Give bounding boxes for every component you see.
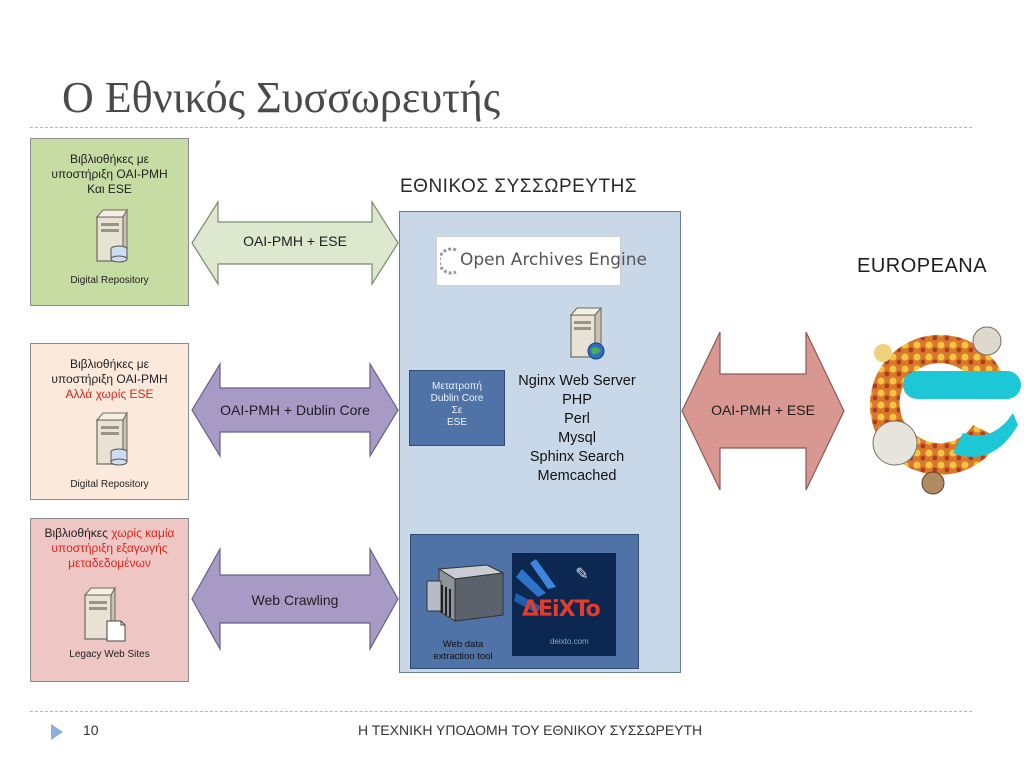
converter-line: ESE (446, 417, 467, 428)
oae-label: Open Archives Engine (460, 250, 647, 270)
deixto-url: deixto.com (550, 637, 589, 646)
slide-title: Ο Εθνικός Συσσωρευτής (62, 73, 501, 122)
converter-line: Σε (451, 405, 463, 416)
source-caption: Digital Repository (70, 479, 149, 490)
converter-line: Dublin Core (430, 393, 484, 404)
deixto-wordmark: ΔΕiXTo (522, 597, 601, 622)
source-line: Βιβλιοθήκες με (70, 357, 149, 371)
source-line: υποστήριξη OAI-PMH (51, 167, 168, 181)
play-triangle-icon (51, 724, 63, 740)
arrow-web-crawling (191, 547, 399, 651)
europeana-logo (869, 326, 1021, 495)
source-line: Βιβλιοθήκες χωρίς καμία (44, 526, 175, 540)
tool-caption: Web data extraction tool (433, 639, 493, 662)
stack-item: PHP (562, 392, 592, 408)
arrow-label: OAI-PMH + ESE (711, 402, 815, 418)
source-box-oai-ese: Βιβλιοθήκες με υποστήριξη OAI-PMH Και ES… (30, 138, 189, 306)
source-line: Βιβλιοθήκες με (70, 152, 149, 166)
converter-line: Μετατροπή (432, 381, 482, 392)
database-server-icon (95, 208, 128, 263)
stack-item: Nginx Web Server (518, 373, 636, 389)
software-stack-list: Nginx Web Server PHP Perl Mysql Sphinx S… (510, 372, 644, 486)
stack-item: Perl (564, 411, 590, 427)
arrow-oai-dublin-core (191, 362, 399, 458)
gear-icon (440, 247, 457, 275)
web-server-icon (83, 586, 126, 642)
source-box-legacy: Βιβλιοθήκες χωρίς καμία υποστήριξη εξαγω… (30, 518, 189, 682)
source-caption: Legacy Web Sites (69, 649, 150, 660)
stack-item: Memcached (537, 468, 617, 484)
source-line-warning: υποστήριξη εξαγωγής (51, 541, 168, 555)
source-line: υποστήριξη OAI-PMH (51, 372, 168, 386)
source-line: Και ESE (87, 182, 132, 196)
arrow-label: Web Crawling (251, 592, 339, 608)
source-line-warning: μεταδεδομένων (68, 556, 151, 570)
stack-item: Mysql (558, 430, 596, 446)
rack-server-icon (426, 564, 505, 622)
svg-text:✎: ✎ (575, 564, 588, 583)
hub-title: ΕΘΝΙΚΟΣ ΣΥΣΣΩΡΕΥΤΗΣ (400, 176, 638, 197)
footer-divider (30, 711, 972, 712)
arrow-label: OAI-PMH + Dublin Core (220, 402, 370, 418)
arrow-to-europeana (681, 331, 845, 491)
source-caption: Digital Repository (70, 275, 149, 286)
title-divider (30, 127, 972, 128)
open-archives-engine-logo: Open Archives Engine (436, 236, 647, 286)
database-server-icon (95, 411, 128, 466)
deixto-logo: ✎ ΔΕiXTo deixto.com (512, 553, 616, 656)
page-number: 10 (83, 722, 99, 738)
arrow-label: OAI-PMH + ESE (243, 233, 347, 249)
dc-to-ese-converter: Μετατροπή Dublin Core Σε ESE (409, 370, 505, 446)
arrow-oai-ese (191, 200, 399, 286)
footer-title: Η ΤΕΧΝΙΚΗ ΥΠΟΔΟΜΗ ΤΟΥ ΕΘΝΙΚΟΥ ΣΥΣΣΩΡΕΥΤΗ (358, 722, 703, 738)
europeana-label: EUROPEANA (857, 255, 988, 277)
deixto-arrows-icon: ✎ (514, 559, 589, 613)
stack-item: Sphinx Search (529, 449, 625, 465)
web-server-globe-icon (569, 306, 605, 360)
source-box-oai-dc: Βιβλιοθήκες με υποστήριξη OAI-PMH Αλλά χ… (30, 343, 189, 500)
source-line-warning: Αλλά χωρίς ESE (65, 387, 154, 401)
